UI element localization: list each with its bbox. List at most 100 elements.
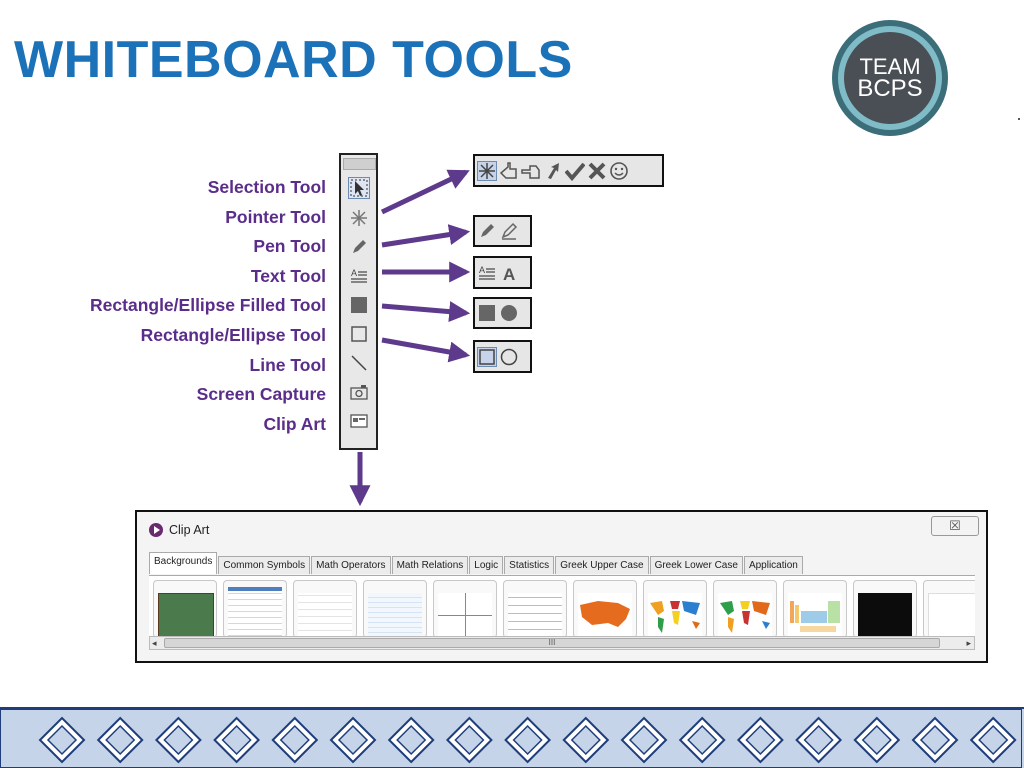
clip-art-image-icon [350, 414, 368, 428]
tool-labels: Selection Tool Pointer Tool Pen Tool Tex… [40, 173, 326, 439]
footer-diamond [736, 716, 784, 764]
text-lines-icon[interactable]: A [477, 263, 497, 283]
pen-flyout [473, 215, 532, 247]
tab-logic[interactable]: Logic [469, 556, 504, 574]
clip-art-window-title: Clip Art [169, 523, 210, 537]
pen-icon [353, 240, 366, 253]
tab-common-symbols[interactable]: Common Symbols [218, 556, 311, 574]
footer-diamond [795, 716, 843, 764]
stray-dot [1018, 118, 1020, 120]
horizontal-scrollbar[interactable]: ◂ III ▸ [149, 636, 975, 650]
footer-diamond [620, 716, 668, 764]
filled-rectangle-icon [351, 297, 367, 313]
thumb-table-grid[interactable] [223, 580, 287, 638]
footer-diamond [213, 716, 261, 764]
outline-square-icon[interactable] [477, 346, 497, 367]
text-tool-button[interactable]: A [348, 265, 370, 287]
logo-line-1: TEAM [859, 54, 921, 79]
burst-icon[interactable] [477, 160, 497, 181]
tab-math-operators[interactable]: Math Operators [311, 556, 391, 574]
selection-arrow-icon [350, 179, 368, 197]
outline-circle-icon[interactable] [499, 347, 519, 367]
label-pointer-tool: Pointer Tool [225, 206, 326, 227]
thumb-coordinate-axes[interactable] [433, 580, 497, 638]
logo-line-2: BCPS [857, 75, 923, 102]
hand-left-icon[interactable] [521, 161, 541, 181]
highlighter-icon[interactable] [499, 221, 519, 241]
footer-diamond [678, 716, 726, 764]
thumb-periodic-table[interactable] [783, 580, 847, 638]
pointer-burst-icon [351, 210, 367, 226]
filled-square-icon[interactable] [477, 303, 497, 323]
label-pen-tool: Pen Tool [253, 236, 326, 257]
close-button[interactable]: ☒ [931, 516, 979, 536]
pen-icon[interactable] [477, 221, 497, 241]
selection-tool-button[interactable] [348, 177, 370, 199]
scroll-right-icon[interactable]: ▸ [966, 638, 971, 648]
footer-diamond [154, 716, 202, 764]
line-tool-button[interactable] [348, 352, 370, 374]
footer-diamonds [38, 716, 1017, 764]
x-mark-icon[interactable] [587, 161, 607, 181]
footer-diamond [96, 716, 144, 764]
smiley-icon[interactable] [609, 161, 629, 181]
svg-text:A: A [351, 268, 357, 278]
footer-diamond [329, 716, 377, 764]
hand-point-icon[interactable] [499, 161, 519, 181]
footer-diamond [911, 716, 959, 764]
footer-diamond [445, 716, 493, 764]
outline-shape-tool-button[interactable] [348, 323, 370, 345]
tab-application[interactable]: Application [743, 556, 803, 574]
thumb-world-map-color[interactable] [643, 580, 707, 638]
filled-shape-tool-button[interactable] [348, 294, 370, 316]
footer-diamond [387, 716, 435, 764]
tab-greek-lower-case[interactable]: Greek Lower Case [649, 556, 743, 574]
svg-text:A: A [479, 265, 485, 275]
thumb-black-board[interactable] [853, 580, 917, 638]
footer-band [0, 707, 1024, 768]
arrow-icon[interactable] [543, 161, 563, 181]
arrow-to-pen-flyout [381, 224, 471, 248]
arrow-to-outline-flyout [381, 337, 471, 363]
label-selection-tool: Selection Tool [207, 177, 326, 197]
toolbar-grip[interactable] [343, 158, 376, 170]
tab-greek-upper-case[interactable]: Greek Upper Case [555, 556, 649, 574]
footer-diamond [38, 716, 86, 764]
camera-icon [350, 385, 368, 400]
pointer-tool-button[interactable] [348, 207, 370, 229]
thumb-green-chalkboard[interactable] [153, 580, 217, 638]
thumb-light-blue-grid[interactable] [363, 580, 427, 638]
thumb-blank-white[interactable] [923, 580, 975, 638]
label-rectangle-ellipse-filled-tool: Rectangle/Ellipse Filled Tool [90, 295, 326, 316]
thumb-lined-paper[interactable] [503, 580, 567, 638]
pointer-flyout [473, 154, 664, 187]
filled-circle-icon[interactable] [499, 303, 519, 323]
clip-art-button[interactable] [348, 410, 370, 432]
svg-text:A: A [503, 265, 515, 282]
thumb-blank-grid[interactable] [293, 580, 357, 638]
clip-art-tabs: Backgrounds Common Symbols Math Operator… [149, 552, 804, 574]
letter-a-icon[interactable]: A [499, 263, 519, 283]
label-screen-capture: Screen Capture [196, 384, 326, 405]
clip-art-window-icon [149, 523, 163, 537]
tab-backgrounds[interactable]: Backgrounds [149, 552, 218, 574]
scroll-thumb[interactable]: III [164, 638, 940, 648]
pen-tool-button[interactable] [348, 236, 370, 258]
footer-diamond [969, 716, 1017, 764]
thumb-world-map-alt[interactable] [713, 580, 777, 638]
thumbnail-row [149, 575, 975, 638]
footer-diamond [853, 716, 901, 764]
label-rectangle-ellipse-tool: Rectangle/Ellipse Tool [140, 324, 326, 345]
outline-shapes-flyout [473, 340, 532, 373]
screen-capture-button[interactable] [348, 381, 370, 403]
tab-statistics[interactable]: Statistics [504, 556, 555, 574]
tab-math-relations[interactable]: Math Relations [391, 556, 469, 574]
clip-art-window: Clip Art ☒ Backgrounds Common Symbols Ma… [135, 510, 988, 663]
thumb-us-map-orange[interactable] [573, 580, 637, 638]
checkmark-icon[interactable] [565, 161, 585, 181]
label-text-tool: Text Tool [250, 265, 326, 286]
label-clip-art: Clip Art [263, 413, 326, 434]
team-bcps-logo: TEAM BCPS [832, 20, 948, 136]
arrow-to-filled-flyout [381, 301, 471, 323]
scroll-left-icon[interactable]: ◂ [152, 638, 157, 648]
